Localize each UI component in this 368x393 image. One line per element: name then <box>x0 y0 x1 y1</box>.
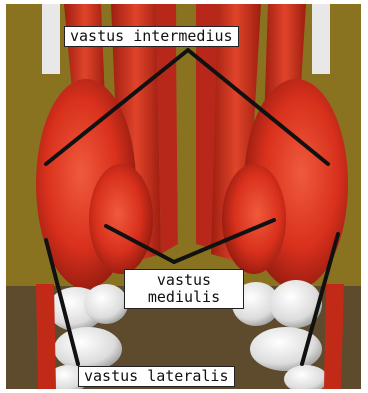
label-line: vastus <box>129 272 239 289</box>
muscle-illustration <box>6 4 361 389</box>
inner-muscle-left <box>89 164 153 274</box>
label-vastus-intermedius: vastus intermedius <box>64 26 239 47</box>
label-vastus-medialis: vastus mediulis <box>124 269 244 309</box>
inner-muscle-right <box>222 164 286 274</box>
thigh-gap <box>176 44 196 254</box>
label-vastus-lateralis: vastus lateralis <box>78 366 235 387</box>
tendon <box>36 284 56 389</box>
bone-strip-right <box>312 4 330 74</box>
knee-bone <box>84 284 128 324</box>
knee-bone <box>54 327 122 371</box>
tendon <box>324 284 344 389</box>
label-line: mediulis <box>129 289 239 306</box>
anatomy-figure: vastus intermedius vastus mediulis vastu… <box>6 4 361 389</box>
bone-strip-left <box>42 4 60 74</box>
